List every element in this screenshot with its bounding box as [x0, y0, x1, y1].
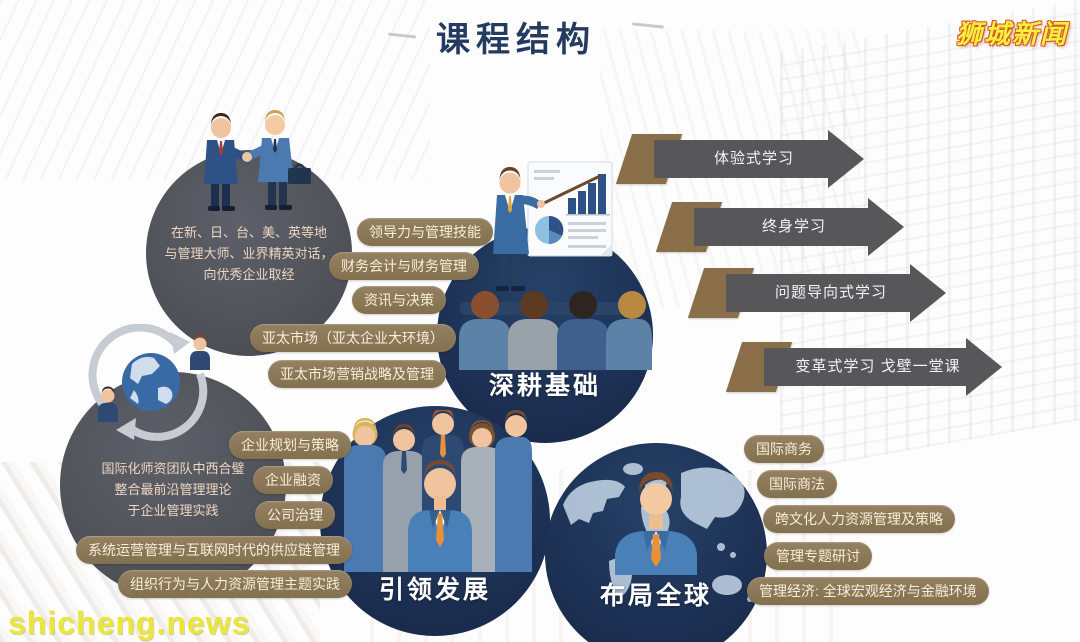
bubble-masters-dialogue-text: 在新、日、台、美、英等地 与管理大师、业界精英对话， 向优秀企业取经 — [164, 225, 334, 283]
cycle-arrow-up — [88, 324, 180, 409]
businessman-left — [204, 113, 252, 211]
module-circle-global-layout: 布局全球 — [545, 443, 767, 642]
arrow-label: 体验式学习 — [654, 140, 828, 178]
mini-businessman-left — [98, 386, 118, 422]
arrow-label: 终身学习 — [694, 208, 868, 246]
mini-businessman-right — [190, 334, 210, 370]
learning-arrow-transformational: 变革式学习 戈壁一堂课 — [725, 338, 1002, 396]
course-pill: 企业融资 — [253, 466, 333, 494]
course-pill: 管理经济: 全球宏观经济与金融环境 — [747, 577, 989, 605]
presenter — [493, 167, 601, 291]
arrow-label: 问题导向式学习 — [726, 274, 910, 312]
page-title: 课程结构 — [436, 21, 596, 59]
course-pill: 资讯与决策 — [352, 286, 446, 314]
team-leader — [408, 460, 472, 572]
bubble-international-faculty-text: 国际化师资团队中西合璧 整合最前沿管理理论 于企业管理实践 — [101, 461, 245, 519]
classroom-illustration — [459, 161, 652, 370]
cycle-arrow-down — [127, 372, 208, 441]
learning-arrow-problem-oriented: 问题导向式学习 — [687, 264, 946, 322]
arrow-head-icon — [828, 130, 864, 188]
audience — [459, 291, 652, 370]
learning-arrow-experiential: 体验式学习 — [615, 130, 864, 188]
course-pill: 企业规划与策略 — [229, 431, 351, 459]
module-label-global-layout: 布局全球 — [599, 582, 712, 610]
site-logo: 狮城新闻 — [955, 19, 1068, 49]
arrow-head-icon — [966, 338, 1002, 396]
module-label-deep-foundation: 深耕基础 — [488, 372, 601, 400]
world-map-illustration — [563, 463, 753, 602]
course-pill: 国际商务 — [744, 435, 824, 463]
course-pill: 跨文化人力资源管理及策略 — [763, 505, 955, 533]
learning-arrow-lifelong: 终身学习 — [655, 198, 904, 256]
bubble-masters-dialogue: 在新、日、台、美、英等地 与管理大师、业界精英对话， 向优秀企业取经 — [146, 150, 352, 356]
course-pill: 财务会计与财务管理 — [329, 252, 479, 280]
globe-exchange-illustration — [88, 324, 210, 441]
whiteboard — [527, 161, 613, 257]
course-pill: 亚太市场（亚太企业大环境） — [250, 324, 456, 352]
arrow-head-icon — [910, 264, 946, 322]
module-label-lead-development: 引领发展 — [378, 576, 491, 604]
global-businessman — [615, 472, 697, 575]
course-pill: 系统运营管理与互联网时代的供应链管理 — [76, 536, 352, 564]
course-pill: 管理专题研讨 — [764, 542, 872, 570]
course-pill: 领导力与管理技能 — [357, 218, 493, 246]
course-pill: 公司治理 — [255, 501, 335, 529]
course-pill: 组织行为与人力资源管理主题实践 — [118, 570, 352, 598]
course-pill: 国际商法 — [757, 470, 837, 498]
course-pill: 亚太市场营销战略及管理 — [268, 360, 446, 388]
watermark: shicheng.news — [8, 605, 251, 641]
arrow-label: 变革式学习 戈壁一堂课 — [764, 348, 966, 386]
handshake-illustration — [204, 110, 311, 211]
business-team-illustration — [344, 410, 532, 572]
businessman-right — [242, 110, 311, 210]
arrow-head-icon — [868, 198, 904, 256]
